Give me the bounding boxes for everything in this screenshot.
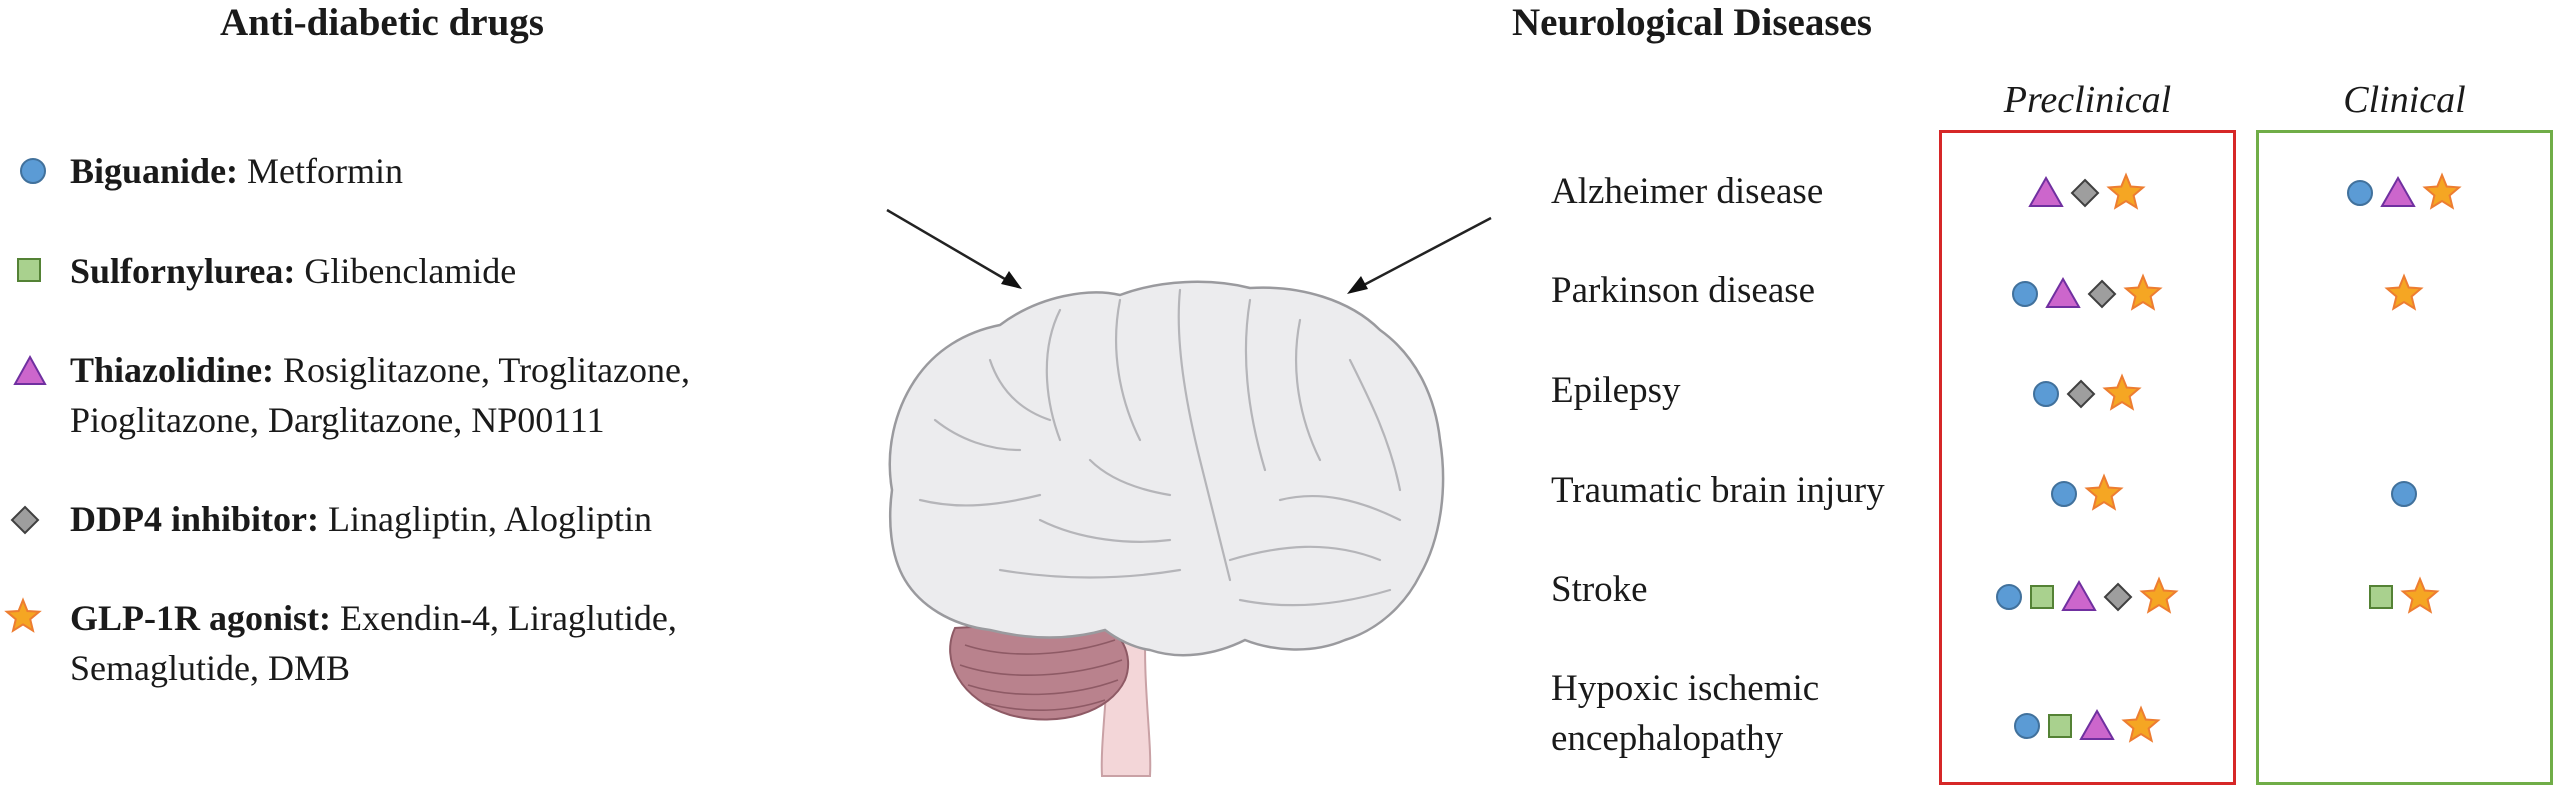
legend-item-sulfonylurea: Sulfornylurea: Glibenclamide: [70, 246, 516, 296]
legend-class-label: Biguanide:: [70, 151, 239, 191]
legend-drug-names: Glibenclamide: [304, 251, 517, 291]
disease-label-line: encephalopathy: [1551, 718, 1784, 759]
disease-label-parkinson: Parkinson disease: [1551, 270, 1816, 311]
legend-item-dpp4: DDP4 inhibitor: Linagliptin, Alogliptin: [70, 494, 652, 544]
disease-label-hie: Hypoxic ischemic encephalopathy: [1551, 664, 1819, 764]
arrow-left-icon: [886, 208, 1022, 289]
disease-label-line: Hypoxic ischemic: [1551, 668, 1820, 709]
legend-class-label: Sulfornylurea:: [70, 251, 296, 291]
preclinical-column-title: Preclinical: [2003, 79, 2172, 121]
preclinical-box: [1939, 130, 2236, 785]
disease-label-epilepsy: Epilepsy: [1551, 370, 1681, 411]
legend-class-label: Thiazolidine:: [70, 350, 275, 390]
legend-class-label: DDP4 inhibitor:: [70, 499, 320, 539]
legend-drug-names: Exendin-4, Liraglutide,: [340, 598, 677, 638]
diseases-heading: Neurological Diseases: [1512, 1, 1872, 44]
disease-label-alzheimer: Alzheimer disease: [1551, 171, 1824, 212]
clinical-box: [2256, 130, 2553, 785]
legend-drug-names: Metformin: [247, 151, 404, 191]
legend-drug-names: Rosiglitazone, Troglitazone,: [283, 350, 690, 390]
drugs-heading: Anti-diabetic drugs: [220, 1, 544, 44]
legend-item-thiazolidine: Thiazolidine: Rosiglitazone, Troglitazon…: [70, 345, 690, 445]
legend-drug-names-cont: Semaglutide, DMB: [70, 648, 350, 688]
arrow-right-icon: [1347, 216, 1492, 294]
disease-label-stroke: Stroke: [1551, 569, 1648, 610]
legend-item-biguanide: Biguanide: Metformin: [70, 146, 403, 196]
clinical-column-title: Clinical: [2343, 79, 2466, 121]
legend-drug-names: Linagliptin, Alogliptin: [328, 499, 653, 539]
legend-drug-names-cont: Pioglitazone, Darglitazone, NP00111: [70, 400, 605, 440]
legend-item-glp1r: GLP-1R agonist: Exendin-4, Liraglutide, …: [70, 593, 677, 693]
legend-class-label: GLP-1R agonist:: [70, 598, 331, 638]
disease-label-tbi: Traumatic brain injury: [1551, 470, 1885, 511]
